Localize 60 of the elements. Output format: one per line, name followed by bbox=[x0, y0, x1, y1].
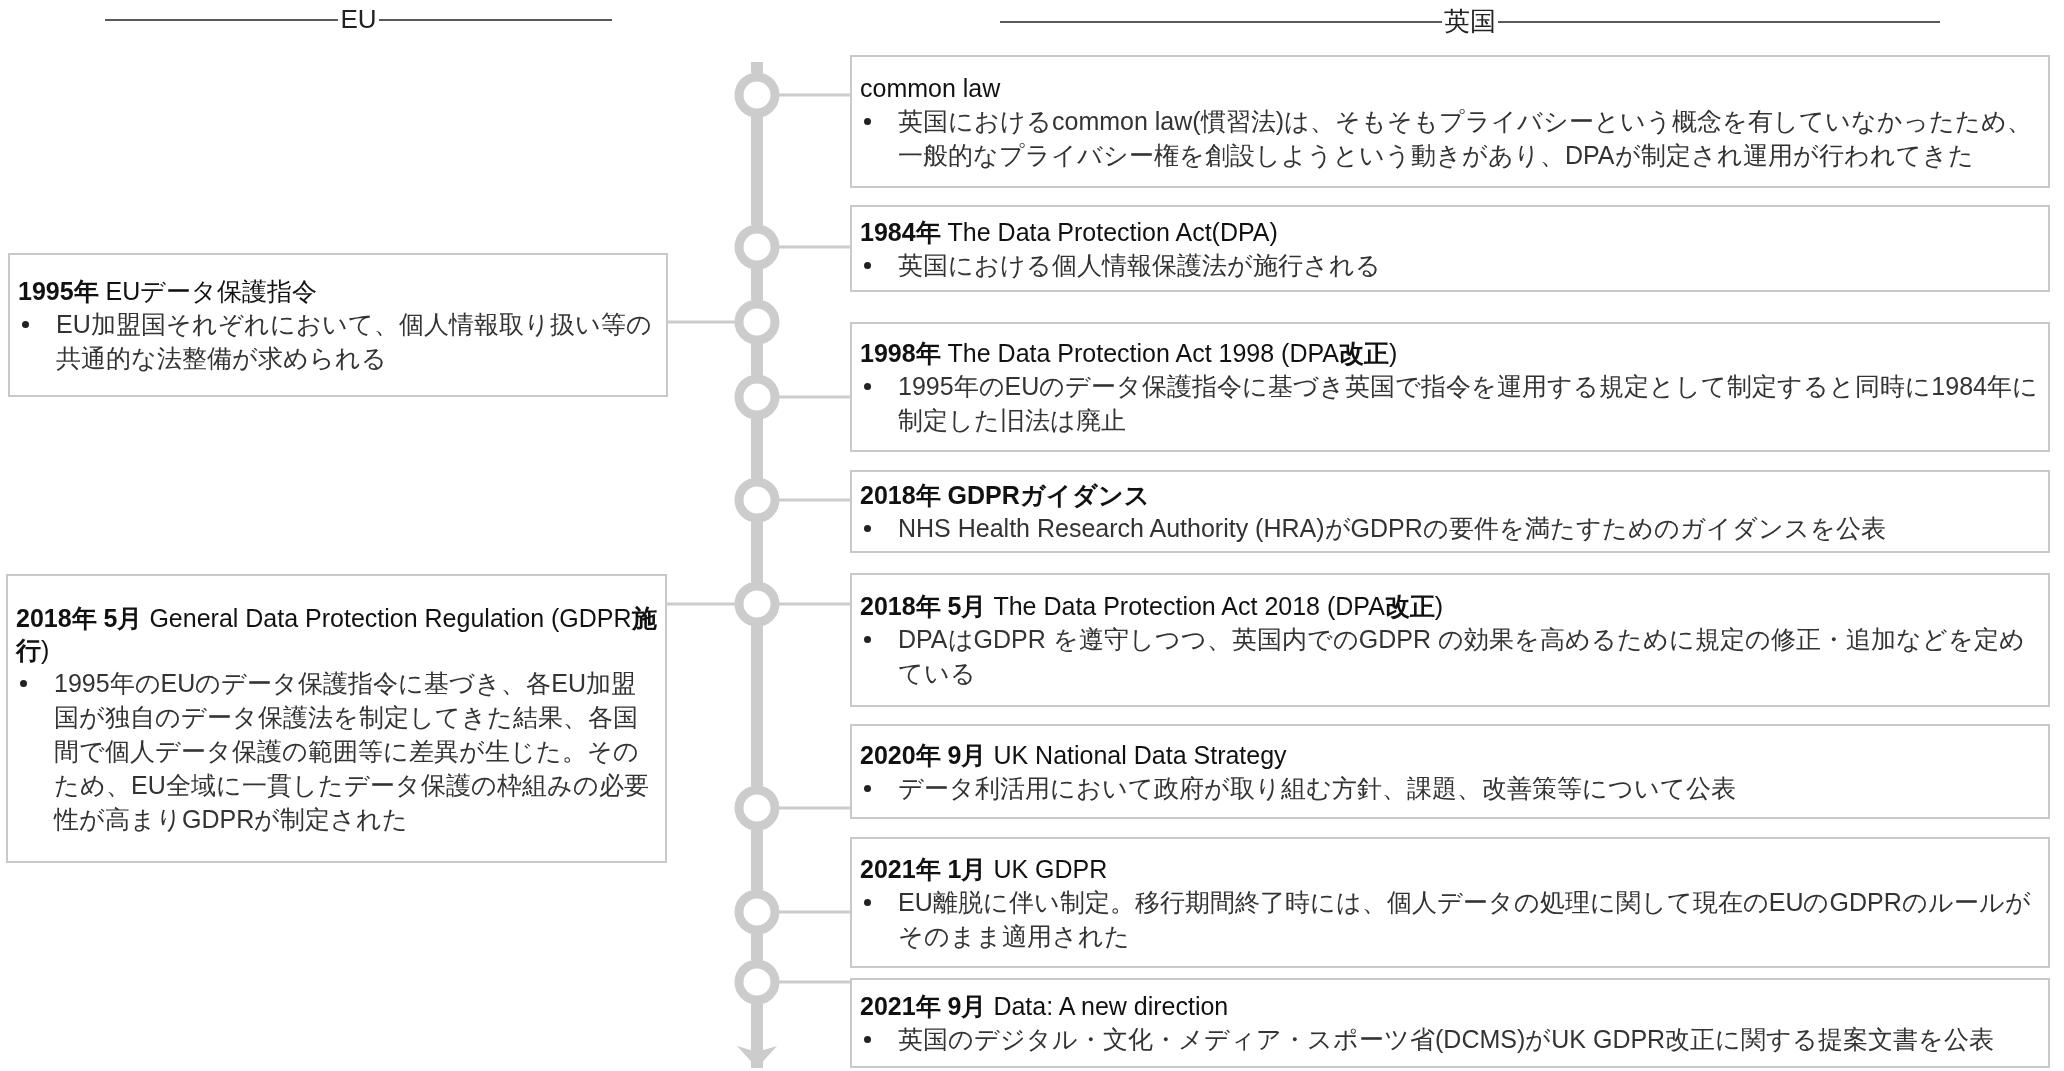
event-title: 2018年 5月 The Data Protection Act 2018 (DPA改正) bbox=[860, 591, 1445, 622]
event-title: 1984年 The Data Protection Act(DPA) bbox=[860, 216, 1279, 248]
column-heading: 英国 bbox=[1443, 5, 1497, 38]
timeline-line bbox=[751, 117, 763, 225]
event-card bbox=[850, 470, 2050, 553]
timeline-dot bbox=[734, 785, 780, 831]
event-card bbox=[850, 837, 2050, 968]
event-description: 1995年のEUのデータ保護指令に基づき、各EU加盟国が独自のデータ保護法を制定してきた結果、各国間で個人データ保護の範囲等に差異が生じた。そのため、EU全域に一貫したデータ保護の枠組みの必要性が高まりGDPRが制定された bbox=[54, 668, 649, 833]
event-card bbox=[850, 205, 2050, 292]
event-description: DPAはGDPR を遵守しつつ、英国内でのGDPR の効果を高めるために規定の修正・追加などを定めている bbox=[898, 625, 2025, 687]
timeline-dot bbox=[734, 959, 780, 1005]
connector-line bbox=[779, 602, 850, 606]
timeline-line bbox=[751, 934, 763, 960]
timeline-line bbox=[737, 1004, 777, 1068]
event-card bbox=[850, 724, 2050, 819]
event-description: 英国におけるcommon law(慣習法)は、そもそもプライバシーという概念を有していなかったため、一般的なプライバシー権を創設しようという動きがあり、DPAが制定され運用が行われてきた bbox=[898, 106, 2032, 169]
event-description: 英国における個人情報保護法が施行される bbox=[898, 250, 1381, 279]
connector-line bbox=[779, 395, 850, 399]
event-title: 2021年 1月 UK GDPR bbox=[860, 853, 1109, 885]
event-title: common law bbox=[860, 72, 1002, 104]
event-description: EU離脱に伴い制定。移行期間終了時には、個人データの処理に関して現在のEUのGDPRのルールがそのまま適用された bbox=[898, 887, 2031, 950]
event-card bbox=[850, 55, 2050, 188]
timeline-line bbox=[751, 269, 763, 300]
event-card bbox=[8, 253, 668, 397]
connector-line bbox=[668, 320, 735, 324]
event-description: EU加盟国それぞれにおいて、個人情報取り扱い等の共通的な法整備が求められる bbox=[56, 310, 652, 372]
event-title: 1998年 The Data Protection Act 1998 (DPA改正) bbox=[860, 338, 1399, 369]
connector-line bbox=[779, 498, 850, 502]
event-title: 2018年 GDPRガイダンス bbox=[860, 479, 1151, 511]
event-title: 1995年 EUデータ保護指令 bbox=[18, 276, 319, 307]
timeline-line bbox=[751, 626, 763, 786]
timeline-dot bbox=[734, 299, 780, 345]
timeline-dot bbox=[734, 72, 780, 118]
timeline-line bbox=[751, 419, 763, 478]
timeline-dot bbox=[734, 889, 780, 935]
connector-line bbox=[779, 980, 850, 984]
timeline-dot bbox=[734, 477, 780, 523]
event-card bbox=[850, 322, 2050, 452]
timeline-line bbox=[751, 522, 763, 582]
timeline-line bbox=[751, 830, 763, 890]
event-title: 2018年 5月 General Data Protection Regulation (GDPR施行) bbox=[16, 602, 657, 666]
connector-line bbox=[667, 602, 735, 606]
timeline-dot bbox=[734, 374, 780, 420]
connector-line bbox=[779, 245, 850, 249]
event-description: データ利活用において政府が取り組む方針、課題、改善策等について公表 bbox=[898, 773, 1736, 802]
event-description: NHS Health Research Authority (HRA)がGDPRの要件を満たすためのガイダンスを公表 bbox=[898, 513, 1886, 542]
connector-line bbox=[779, 910, 850, 914]
event-title: 2020年 9月 UK National Data Strategy bbox=[860, 739, 1288, 771]
event-card bbox=[6, 574, 667, 863]
event-card bbox=[850, 573, 2050, 707]
column-heading: EU bbox=[339, 4, 378, 35]
timeline-dot bbox=[734, 224, 780, 270]
timeline-line bbox=[751, 344, 763, 375]
event-card bbox=[850, 978, 2050, 1068]
timeline-dot bbox=[734, 581, 780, 627]
event-title: 2021年 9月 Data: A new direction bbox=[860, 991, 1230, 1022]
connector-line bbox=[779, 806, 850, 810]
event-description: 英国のデジタル・文化・メディア・スポーツ省(DCMS)がUK GDPR改正に関する提案文書を公表 bbox=[898, 1025, 1995, 1053]
connector-line bbox=[779, 93, 850, 97]
event-description: 1995年のEUのデータ保護指令に基づき英国で指令を運用する規定として制定すると同時に1984年に制定した旧法は廃止 bbox=[898, 372, 2038, 434]
